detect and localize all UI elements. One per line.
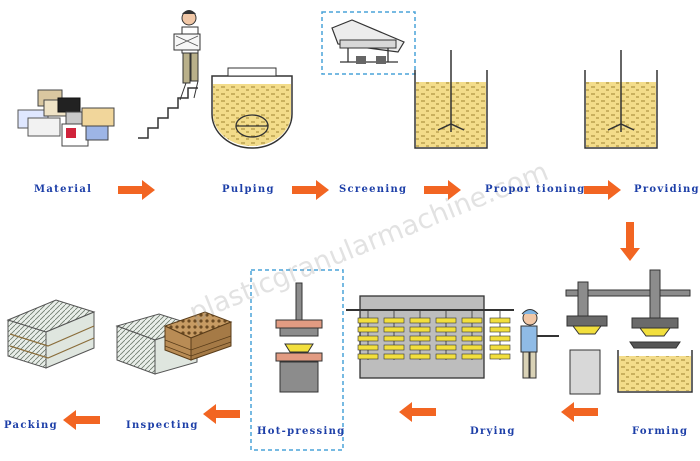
drying-tray xyxy=(357,335,379,342)
drying-tray xyxy=(489,317,511,324)
arrow-proportioning-to-providing xyxy=(584,180,621,200)
proportioning-illustration xyxy=(414,50,488,149)
drying-tray xyxy=(409,317,431,324)
label-screening: Screening xyxy=(339,184,408,195)
drying-tray xyxy=(383,317,405,324)
drying-tray xyxy=(409,353,431,360)
drying-tray xyxy=(489,335,511,342)
drying-tray xyxy=(357,326,379,333)
drying-tray xyxy=(435,326,457,333)
drying-tray xyxy=(435,335,457,342)
drying-tray xyxy=(489,344,511,351)
drying-tray xyxy=(409,326,431,333)
screening-illustration xyxy=(321,11,416,75)
drying-tray xyxy=(461,326,483,333)
flow-arrows xyxy=(63,180,640,430)
label-hot-pressing: Hot-pressing xyxy=(257,426,346,437)
drying-tray xyxy=(409,335,431,342)
providing-illustration xyxy=(584,50,658,149)
drying-tray xyxy=(461,344,483,351)
drying-tray xyxy=(461,317,483,324)
label-drying: Drying xyxy=(470,426,516,437)
label-inspecting: Inspecting xyxy=(126,420,199,431)
drying-tray xyxy=(383,326,405,333)
arrow-forming-to-drying xyxy=(561,402,598,422)
arrow-drying-to-hot-pressing xyxy=(399,402,436,422)
drying-tray xyxy=(489,353,511,360)
drying-tray xyxy=(383,344,405,351)
arrow-inspecting-to-packing xyxy=(63,410,100,430)
arrow-hot-pressing-to-inspecting xyxy=(203,404,240,424)
arrow-pulping-to-screening xyxy=(292,180,329,200)
drying-tray xyxy=(357,344,379,351)
drying-tray xyxy=(383,335,405,342)
label-proportioning: Propor tioning xyxy=(485,184,586,195)
pulping-illustration xyxy=(138,10,293,149)
drying-tray xyxy=(409,344,431,351)
drying-tray xyxy=(435,344,457,351)
label-packing: Packing xyxy=(4,420,58,431)
drying-tray xyxy=(435,317,457,324)
drying-tray xyxy=(461,353,483,360)
drying-tray xyxy=(357,317,379,324)
drying-tray xyxy=(383,353,405,360)
material-illustration xyxy=(17,89,115,147)
inspecting-illustration xyxy=(115,311,233,375)
drying-illustration xyxy=(346,295,559,379)
label-forming: Forming xyxy=(632,426,689,437)
arrow-providing-to-forming xyxy=(620,222,640,261)
drying-tray xyxy=(435,353,457,360)
label-pulping: Pulping xyxy=(222,184,275,195)
drying-tray xyxy=(489,326,511,333)
forming-illustration xyxy=(565,269,693,395)
drying-tray xyxy=(357,353,379,360)
arrow-screening-to-proportioning xyxy=(424,180,461,200)
arrow-material-to-pulping xyxy=(118,180,155,200)
drying-tray xyxy=(461,335,483,342)
packing-illustration xyxy=(6,299,96,369)
label-providing: Providing xyxy=(634,184,700,195)
hot-pressing-illustration xyxy=(250,269,344,451)
label-material: Material xyxy=(34,184,93,195)
